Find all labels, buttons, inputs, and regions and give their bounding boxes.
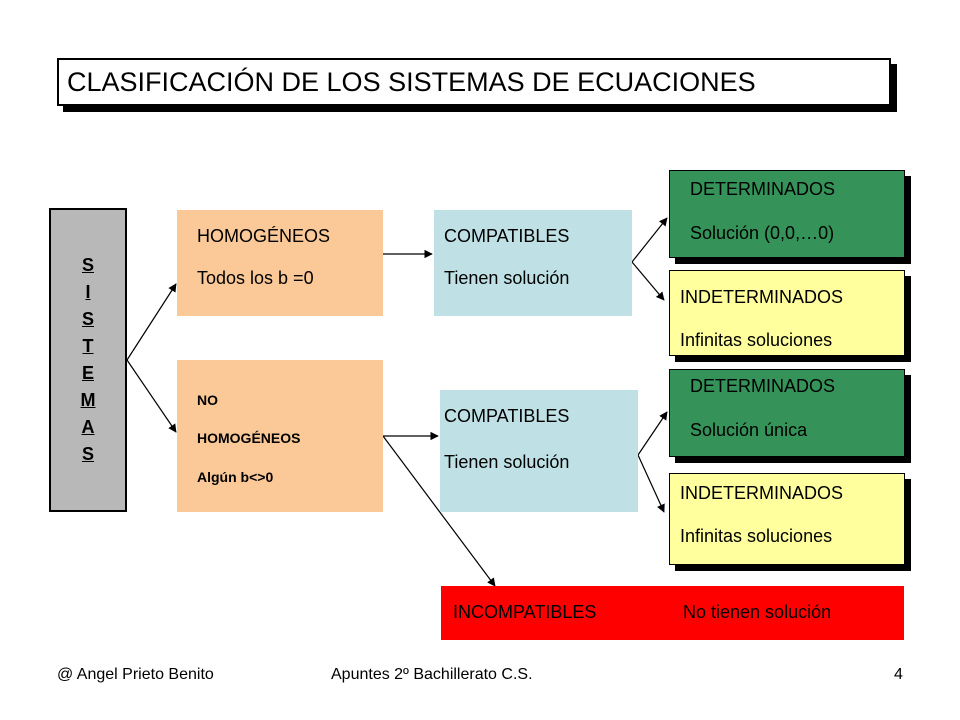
page-title-text: CLASIFICACIÓN DE LOS SISTEMAS DE ECUACIO… <box>67 67 756 97</box>
root-letter: S <box>81 255 94 275</box>
node-determinados-desc: Solución (0,0,…0) <box>690 223 835 243</box>
arrow-no-homogeneos-to-incompatibles <box>382 435 496 587</box>
root-letter: T <box>82 336 94 356</box>
root-letter: E <box>81 363 94 383</box>
arrow-compatibles2-to-indeterminados <box>637 454 665 513</box>
node-homogeneos-desc: Todos los b =0 <box>197 268 314 288</box>
arrow-sistemas-to-no-homogeneos <box>126 359 177 433</box>
node-incompatibles: INCOMPATIBLES No tienen solución <box>441 586 904 640</box>
footer-author: @ Angel Prieto Benito <box>57 666 214 683</box>
root-letter: S <box>81 444 94 464</box>
root-letter: S <box>81 309 94 329</box>
node-determinados-title: DETERMINADOS <box>690 376 836 396</box>
node-determinados-homogeneos: DETERMINADOS Solución (0,0,…0) <box>669 170 905 258</box>
node-compatibles-title: COMPATIBLES <box>444 226 570 246</box>
node-homogeneos-title: HOMOGÉNEOS <box>197 226 331 246</box>
node-homogeneos: HOMOGÉNEOS Todos los b =0 <box>177 210 383 316</box>
arrow-sistemas-to-homogeneos <box>126 283 177 361</box>
root-letter: M <box>80 390 96 410</box>
node-compatibles-desc: Tienen solución <box>444 452 570 472</box>
node-indeterminados-title: INDETERMINADOS <box>680 287 844 307</box>
node-indeterminados-desc: Infinitas soluciones <box>680 330 833 350</box>
footer-page-number: 4 <box>894 666 903 683</box>
node-determinados-title: DETERMINADOS <box>690 179 836 199</box>
node-compatibles-homogeneos: COMPATIBLES Tienen solución <box>434 210 632 316</box>
arrow-compatibles1-to-determinados <box>631 217 668 263</box>
arrow-compatibles1-to-indeterminados <box>631 261 665 301</box>
root-node-sistemas: S I S T E M A S <box>49 208 127 512</box>
node-incompatibles-desc: No tienen solución <box>683 602 832 622</box>
node-determinados-no-homogeneos: DETERMINADOS Solución única <box>669 369 905 457</box>
page-title: CLASIFICACIÓN DE LOS SISTEMAS DE ECUACIO… <box>57 58 891 106</box>
root-letter: I <box>85 282 91 302</box>
arrow-compatibles2-to-determinados <box>637 411 668 456</box>
node-determinados-desc: Solución única <box>690 420 808 440</box>
node-indeterminados-desc: Infinitas soluciones <box>680 526 833 546</box>
node-no-homogeneos: NO HOMOGÉNEOS Algún b<>0 <box>177 360 383 512</box>
node-indeterminados-no-homogeneos: INDETERMINADOS Infinitas soluciones <box>669 473 905 565</box>
node-no-homogeneos-line2: HOMOGÉNEOS <box>197 430 301 446</box>
footer-course: Apuntes 2º Bachillerato C.S. <box>331 666 533 683</box>
node-no-homogeneos-line3: Algún b<>0 <box>197 469 274 485</box>
node-incompatibles-title: INCOMPATIBLES <box>453 602 597 622</box>
node-indeterminados-title: INDETERMINADOS <box>680 483 844 503</box>
node-indeterminados-homogeneos: INDETERMINADOS Infinitas soluciones <box>669 270 905 356</box>
node-compatibles-title: COMPATIBLES <box>444 406 570 426</box>
root-letter: A <box>81 417 95 437</box>
node-compatibles-no-homogeneos: COMPATIBLES Tienen solución <box>440 390 638 512</box>
node-compatibles-desc: Tienen solución <box>444 268 570 288</box>
node-no-homogeneos-line1: NO <box>197 392 218 408</box>
